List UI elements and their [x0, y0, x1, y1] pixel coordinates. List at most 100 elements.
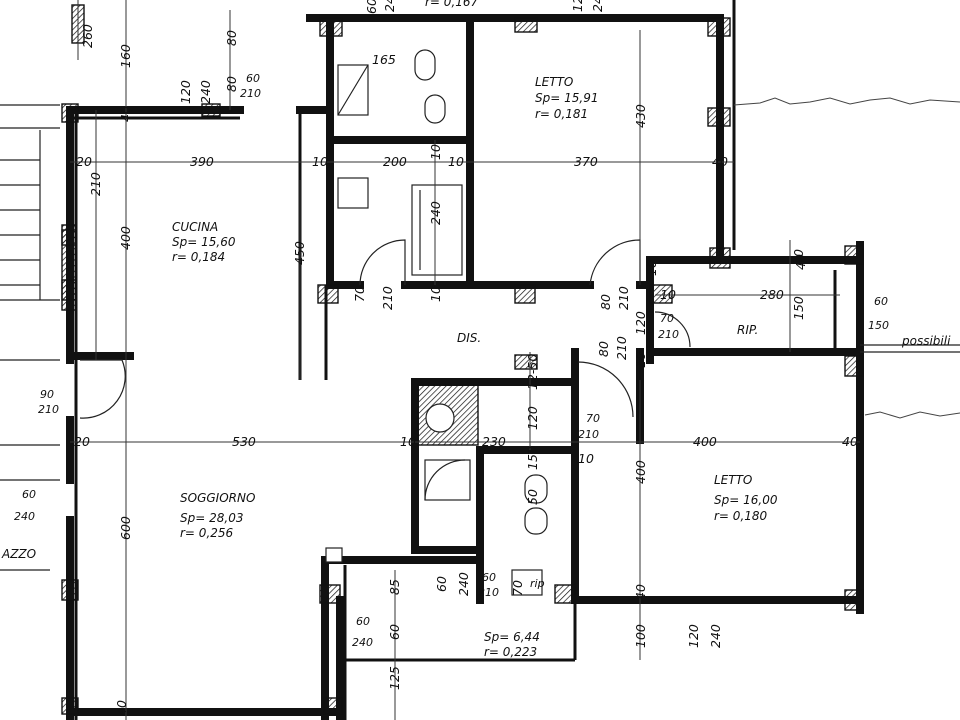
opening-width: 70 — [660, 312, 674, 325]
opening-width: 80 — [596, 341, 611, 357]
dim-label: 260 — [80, 24, 95, 48]
opening-height: 210 — [478, 586, 499, 599]
opening-width: 70 — [352, 286, 367, 302]
dim-label: 390 — [190, 154, 214, 169]
dim-label: 230 — [482, 434, 506, 449]
dim-label: 10 — [644, 260, 659, 276]
opening-width: 60 — [434, 576, 449, 592]
dim-label: 24 — [590, 0, 605, 12]
room-ratio-letto-bottom: r= 0,180 — [714, 509, 768, 523]
room-area-bagno: Sp= 6,44 — [484, 630, 540, 644]
dim-label: 400 — [633, 460, 648, 484]
dim-label: 12-50 — [525, 354, 540, 390]
dimension-lines — [70, 0, 860, 720]
room-ratio-bagno: r= 0,223 — [484, 645, 537, 659]
opening-height: 240 — [456, 572, 471, 596]
room-labels: CUCINA Sp= 15,60 r= 0,184 SOGGIORNO Sp= … — [1, 0, 951, 659]
dim-label: 10 — [312, 154, 328, 169]
opening-height: 210 — [240, 87, 261, 100]
opening-width: 80 — [598, 294, 613, 310]
opening-height: 210 — [38, 403, 59, 416]
doors — [79, 239, 691, 419]
dim-label: 120 — [686, 624, 701, 648]
room-area-soggiorno: Sp= 28,03 — [180, 511, 243, 525]
note-possibili: possibili — [901, 334, 951, 348]
room-ratio-letto-top: r= 0,181 — [535, 107, 588, 121]
opening-height: 240 — [14, 510, 35, 523]
dim-label: 100 — [633, 624, 648, 648]
dim-label: 430 — [633, 104, 648, 128]
dim-label: 80 — [224, 30, 239, 46]
dim-label: 40 — [793, 254, 808, 270]
opening-width: 70 — [510, 580, 525, 596]
dim-label: 60 — [364, 0, 379, 14]
room-area-letto-bottom: Sp= 16,00 — [714, 493, 778, 507]
room-name-cucina: CUCINA — [172, 220, 218, 234]
dim-label: 240 — [708, 624, 723, 648]
room-area-cucina: Sp= 15,60 — [172, 235, 236, 249]
dim-label: 160 — [118, 44, 133, 68]
walls — [61, 0, 864, 720]
opening-width: 60 — [22, 488, 36, 501]
opening-width: 60 — [246, 72, 260, 85]
opening-width: 90 — [40, 388, 54, 401]
opening-height: 210 — [614, 336, 629, 360]
dim-label: 120 — [525, 406, 540, 430]
room-name-letto-bottom: LETTO — [714, 473, 752, 487]
dim-label: 10 — [428, 144, 443, 160]
dim-label: 10 — [578, 451, 594, 466]
dim-label: 400 — [693, 434, 717, 449]
room-ratio-soggiorno: r= 0,256 — [180, 526, 234, 540]
room-name-terrazzo: AZZO — [1, 547, 36, 561]
dim-label: 370 — [574, 154, 598, 169]
room-ratio-top: r= 0,167 — [425, 0, 479, 9]
dim-label: 40 — [633, 584, 648, 600]
dim-label: 165 — [372, 52, 396, 67]
dim-label: 60 — [387, 624, 402, 640]
room-name-rip-small: rip — [530, 577, 545, 590]
dimension-labels-horizontal: 20 390 10 200 10 370 40 20 530 10 230 40… — [14, 52, 889, 649]
dimension-labels-vertical: 260 160 40 210 400 600 450 430 240 10 15… — [80, 0, 808, 716]
dim-label: 10 — [448, 154, 464, 169]
dim-label: 10 — [400, 434, 416, 449]
room-name-soggiorno: SOGGIORNO — [180, 491, 255, 505]
dim-label: 120 — [178, 80, 193, 104]
dim-label: 280 — [760, 287, 784, 302]
opening-height: 210 — [380, 286, 395, 310]
dim-label: 10 — [633, 352, 648, 368]
room-name-rip: RIP. — [737, 323, 758, 337]
room-name-dis: DIS. — [457, 331, 481, 345]
opening-height: 240 — [352, 636, 373, 649]
opening-height: 210 — [658, 328, 679, 341]
opening-width: 60 — [874, 295, 888, 308]
opening-width: 70 — [586, 412, 600, 425]
opening-width: 60 — [482, 571, 496, 584]
room-ratio-cucina: r= 0,184 — [172, 250, 225, 264]
dim-label: 40 — [712, 154, 728, 169]
dim-label: 210 — [88, 172, 103, 196]
dim-label: 80 — [224, 76, 239, 92]
dim-label: 150 — [525, 446, 540, 470]
dim-label: 200 — [383, 154, 407, 169]
dim-label: 40 — [114, 700, 129, 716]
dim-label: 150 — [791, 296, 806, 320]
dim-label: 240 — [198, 80, 213, 104]
dim-label: 20 — [76, 154, 92, 169]
dim-label: 530 — [232, 434, 256, 449]
opening-height: 210 — [616, 286, 631, 310]
dim-label: 40 — [118, 106, 133, 122]
terrain — [733, 97, 960, 419]
dim-label: 120 — [633, 311, 648, 335]
dim-label: 400 — [118, 226, 133, 250]
dim-label: 12 — [570, 0, 585, 12]
dim-label: 40 — [842, 434, 858, 449]
dim-label: 240 — [428, 201, 443, 225]
dim-label: 20 — [74, 434, 90, 449]
opening-width: 60 — [356, 615, 370, 628]
opening-height: 210 — [578, 428, 599, 441]
dim-label: 240 — [382, 0, 397, 12]
dim-label: 10 — [428, 286, 443, 302]
dim-label: 125 — [387, 666, 402, 690]
dim-label: 10 — [660, 287, 676, 302]
dim-label: 50 — [525, 489, 540, 505]
